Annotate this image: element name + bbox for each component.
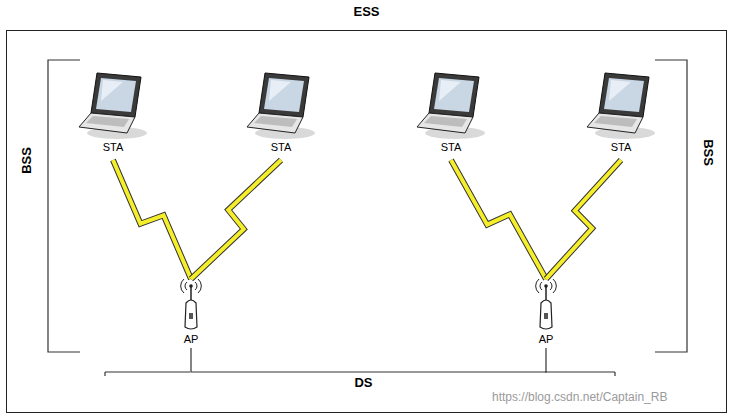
bolt-outline	[451, 160, 546, 279]
watermark: https://blog.csdn.net/Captain_RB	[492, 390, 667, 404]
laptop-screen	[604, 78, 644, 112]
station: STA	[411, 69, 491, 156]
laptop-base	[79, 113, 135, 133]
access-point: AP	[526, 277, 566, 348]
laptop-lid	[259, 73, 309, 117]
laptop-icon	[241, 69, 321, 141]
ap-label: AP	[526, 333, 566, 346]
laptop-icon	[73, 69, 153, 141]
ds-backbone	[104, 372, 105, 376]
station-label: STA	[581, 141, 661, 154]
laptop-screen	[264, 78, 304, 112]
station: STA	[581, 69, 661, 156]
bss-bracket	[48, 60, 80, 352]
ap-body	[185, 300, 197, 329]
screen-glare	[269, 80, 291, 101]
laptop-base	[587, 113, 643, 133]
ds-backbone	[545, 371, 615, 372]
wireless-link	[113, 160, 191, 279]
laptop-screen	[96, 78, 136, 112]
screen-glare	[609, 80, 631, 101]
wireless-link	[451, 160, 546, 279]
station-label: STA	[241, 141, 321, 154]
screen-glare	[439, 80, 461, 101]
ap-label: AP	[171, 333, 211, 346]
ess-title: ESS	[7, 4, 726, 19]
ds-line	[191, 348, 546, 372]
station: STA	[73, 69, 153, 156]
antenna	[545, 286, 547, 301]
bolt	[451, 160, 546, 279]
screen-glare	[101, 80, 123, 101]
ap-led	[544, 313, 548, 319]
laptop-screen	[434, 78, 474, 112]
laptop-icon	[581, 69, 661, 141]
antenna	[190, 286, 192, 301]
ap-icon	[171, 277, 211, 333]
bolt-outline	[113, 160, 191, 279]
bolt-outline	[191, 160, 281, 279]
antenna-tip	[544, 284, 548, 288]
bolt-outline	[546, 160, 621, 279]
station: STA	[241, 69, 321, 156]
ds-link	[191, 348, 546, 372]
ap-body	[540, 300, 552, 329]
laptop-lid	[599, 73, 649, 117]
keyboard	[594, 116, 637, 127]
bolt	[546, 160, 621, 279]
keyboard	[424, 116, 467, 127]
laptop-lid	[91, 73, 141, 117]
ap-icon	[526, 277, 566, 333]
bolt	[113, 160, 191, 279]
wireless-link	[191, 160, 281, 279]
bss-label: BSS	[18, 147, 33, 174]
laptop-base	[247, 113, 303, 133]
ds-backbone	[105, 371, 190, 372]
station-label: STA	[411, 141, 491, 154]
ap-led	[189, 313, 193, 319]
laptop-icon	[411, 69, 491, 141]
laptop-lid	[429, 73, 479, 117]
station-label: STA	[73, 141, 153, 154]
ess-frame: ESSSTASTASTASTAAPAP	[6, 30, 727, 413]
keyboard	[254, 116, 297, 127]
ds-label: DS	[352, 375, 374, 390]
access-point: AP	[171, 277, 211, 348]
ds-backbone	[614, 372, 615, 376]
antenna-tip	[189, 284, 193, 288]
wireless-link	[546, 160, 621, 279]
bss-bracket	[655, 60, 687, 352]
bss-label: BSS	[700, 139, 715, 166]
laptop-base	[417, 113, 473, 133]
keyboard	[86, 116, 129, 127]
bolt	[191, 160, 281, 279]
